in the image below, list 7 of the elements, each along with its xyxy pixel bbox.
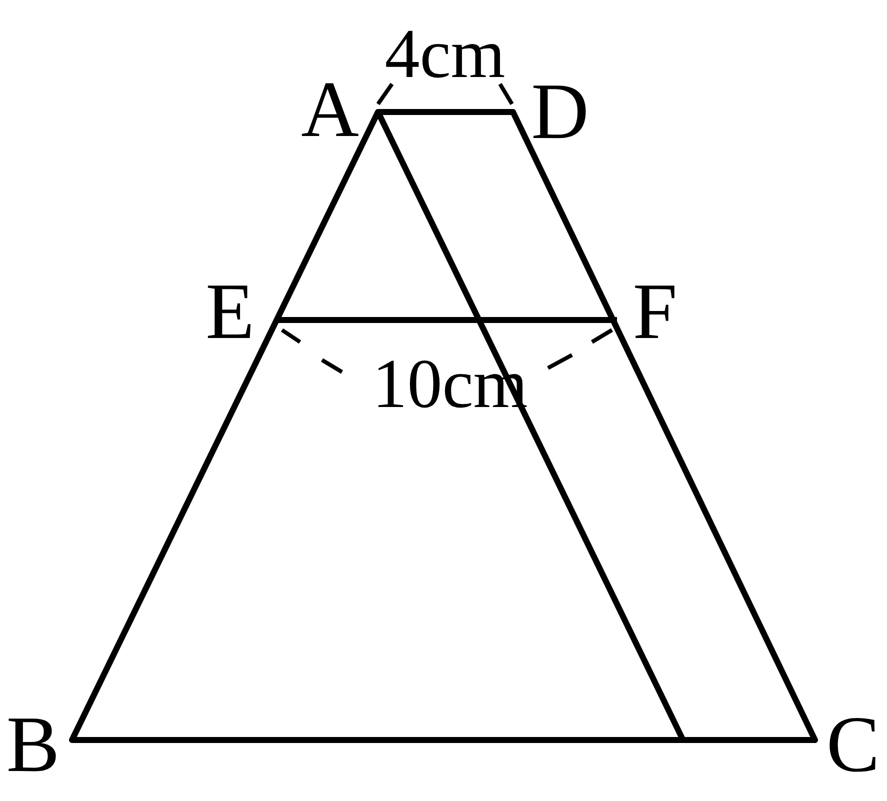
point-label: B xyxy=(6,705,60,785)
dimension-label: 4cm xyxy=(384,20,506,90)
point-label: E xyxy=(206,272,254,352)
point-label: F xyxy=(632,272,678,352)
point-label: A xyxy=(301,70,359,150)
point-label: D xyxy=(531,72,589,152)
point-label: C xyxy=(826,705,880,785)
